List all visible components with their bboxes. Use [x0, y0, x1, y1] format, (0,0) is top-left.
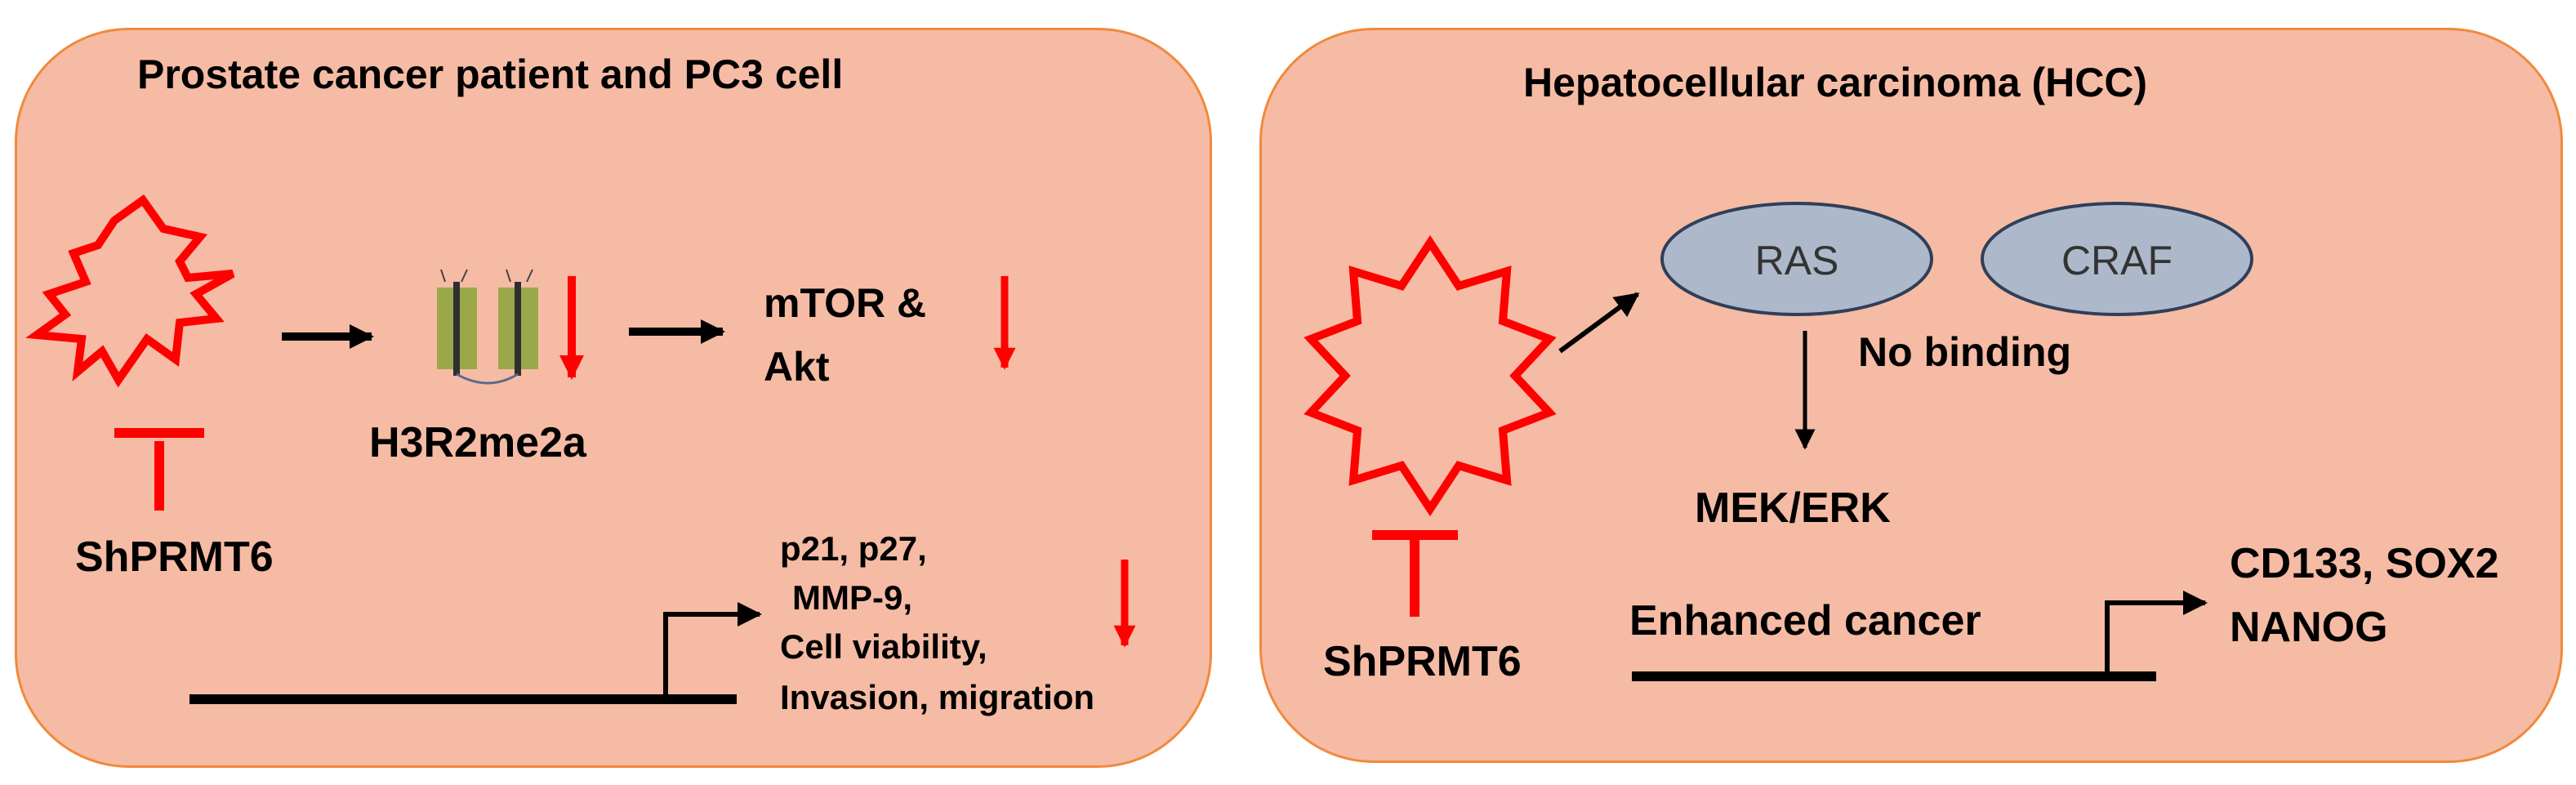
right-promoter-arrow — [2105, 591, 2208, 671]
left-inhibitor-label: ShPRMT6 — [75, 533, 274, 581]
left-panel — [15, 28, 1212, 768]
enhanced-cancer-label: Enhanced cancer — [1629, 597, 1981, 645]
craf-node — [1981, 202, 2253, 316]
right-panel — [1259, 28, 2563, 763]
right-inhibitor-label: ShPRMT6 — [1323, 638, 1522, 685]
ras-node — [1660, 202, 1933, 316]
stem-markers-line2: NANOG — [2230, 604, 2388, 651]
stem-markers-line1: CD133, SOX2 — [2230, 540, 2499, 587]
prmt6-star-icon — [1304, 234, 1557, 517]
histone-icon — [437, 269, 538, 385]
gene-list-item: p21, p27, — [780, 529, 927, 568]
gene-list-item: Invasion, migration — [780, 678, 1095, 716]
gene-list-item: MMP-9, — [792, 578, 912, 617]
craf-label: CRAF — [2061, 238, 2173, 283]
akt-label: Akt — [764, 344, 830, 390]
mek-erk-label: MEK/ERK — [1695, 484, 1891, 532]
no-binding-label: No binding — [1858, 329, 2072, 375]
left-promoter-arrow — [663, 602, 762, 694]
arrow-star-to-ras — [1558, 292, 1640, 354]
gene-list-item: Cell viability, — [780, 627, 987, 666]
mtor-label: mTOR & — [764, 280, 927, 326]
prmt6-burst-icon — [25, 194, 235, 388]
left-panel-title: Prostate cancer patient and PC3 cell — [137, 51, 844, 97]
histone-mark-label: H3R2me2a — [369, 419, 586, 466]
right-panel-title: Hepatocellular carcinoma (HCC) — [1523, 60, 2148, 105]
ras-label: RAS — [1755, 238, 1839, 283]
